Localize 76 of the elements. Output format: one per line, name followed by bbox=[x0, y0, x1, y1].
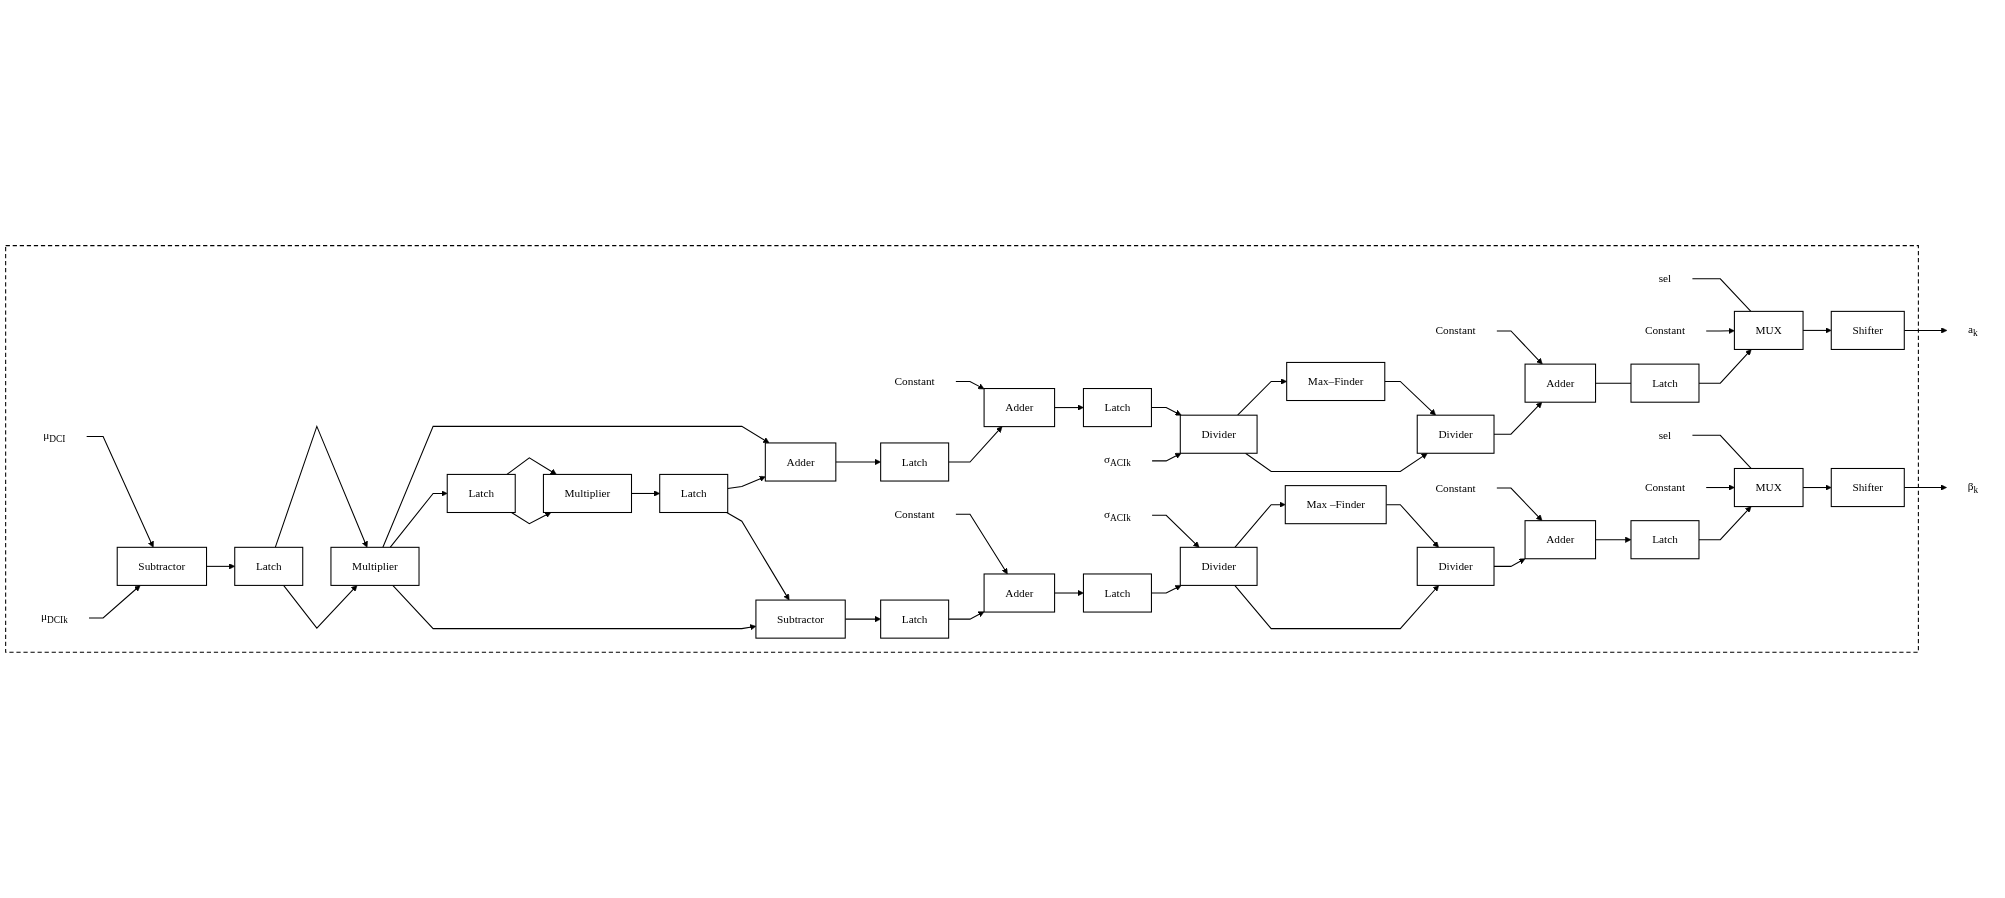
cluster bbox=[5, 245, 1919, 653]
arrow bbox=[727, 475, 766, 490]
node-box: Divider bbox=[1416, 414, 1495, 454]
node-text: Constant bbox=[894, 507, 935, 520]
node-box: Divider bbox=[1179, 546, 1258, 586]
arrow bbox=[1496, 487, 1543, 521]
arrow bbox=[1151, 514, 1200, 548]
node-text: Constant bbox=[1435, 324, 1476, 337]
node-box: Shifter bbox=[1830, 468, 1905, 508]
node-text: μ$_{DCI}$ bbox=[43, 429, 66, 444]
node-box: Max–Finder bbox=[1286, 361, 1386, 402]
node-text: β$_{k}$ bbox=[1967, 480, 1979, 496]
arrow bbox=[283, 584, 358, 629]
arrow bbox=[206, 563, 235, 570]
arrow bbox=[1234, 501, 1286, 548]
node-box: Divider bbox=[1179, 414, 1258, 454]
arrow bbox=[389, 490, 448, 548]
arrow bbox=[1234, 584, 1439, 630]
node-box: Divider bbox=[1416, 546, 1495, 586]
arrow bbox=[86, 436, 154, 548]
node-box: Max –Finder bbox=[1284, 485, 1387, 525]
node-text: sel bbox=[1658, 272, 1672, 285]
arrow bbox=[835, 458, 881, 466]
arrow bbox=[506, 457, 557, 475]
arrow bbox=[955, 381, 985, 390]
node-box: MUX bbox=[1733, 468, 1804, 508]
arrow bbox=[1698, 349, 1752, 384]
node-box: Latch bbox=[880, 599, 950, 639]
node-text: sel bbox=[1658, 429, 1672, 442]
arrow bbox=[955, 513, 1008, 575]
arrow bbox=[1705, 327, 1735, 334]
node-box: Multiplier bbox=[330, 546, 420, 586]
arrow bbox=[1054, 589, 1084, 597]
arrow bbox=[1151, 453, 1182, 462]
node-box: Latch bbox=[234, 546, 304, 586]
node-box: Shifter bbox=[1830, 310, 1905, 351]
arrow bbox=[1244, 452, 1428, 473]
node-box: Latch bbox=[659, 473, 729, 514]
arrow bbox=[1705, 484, 1735, 491]
arrow bbox=[1698, 506, 1752, 541]
node-text: a$_{k}$ bbox=[1968, 322, 1978, 338]
arrow bbox=[1496, 330, 1543, 365]
node-box: Latch bbox=[880, 442, 950, 482]
connector bbox=[1691, 278, 1752, 312]
node-text: σ$_{ACIk}$ bbox=[1103, 453, 1131, 469]
node-box: Latch bbox=[446, 473, 516, 514]
arrow bbox=[511, 512, 552, 525]
node-box: Multiplier bbox=[542, 473, 633, 514]
node-box: Latch bbox=[1082, 573, 1152, 613]
node-box: Subtractor bbox=[116, 546, 208, 586]
node-box: Adder bbox=[1524, 363, 1597, 403]
arrow bbox=[1054, 404, 1084, 411]
node-text: Constant bbox=[894, 375, 935, 388]
arrow bbox=[274, 424, 368, 548]
arrow bbox=[382, 425, 770, 548]
node-text: σ$_{ACIk}$ bbox=[1103, 507, 1131, 523]
arrow bbox=[948, 426, 1003, 463]
node-box: Adder bbox=[983, 388, 1056, 428]
node-box: Adder bbox=[764, 442, 837, 482]
arrow bbox=[726, 512, 790, 601]
node-box: Latch bbox=[1082, 388, 1152, 428]
node-box: Subtractor bbox=[755, 599, 846, 639]
arrow bbox=[1384, 381, 1436, 416]
node-text: μ$_{DCIk}$ bbox=[40, 610, 68, 626]
arrow bbox=[88, 585, 141, 619]
node-text: Constant bbox=[1644, 324, 1686, 337]
node-text: Constant bbox=[1644, 481, 1686, 494]
node-box: Latch bbox=[1630, 520, 1700, 560]
node-text: Constant bbox=[1435, 481, 1476, 494]
node-box: MUX bbox=[1733, 310, 1804, 351]
arrow bbox=[1237, 378, 1287, 416]
connector bbox=[1691, 434, 1752, 470]
node-box: Adder bbox=[1524, 520, 1597, 560]
arrow bbox=[948, 611, 985, 620]
node-box: Latch bbox=[1630, 363, 1700, 403]
node-box: Adder bbox=[983, 573, 1056, 613]
